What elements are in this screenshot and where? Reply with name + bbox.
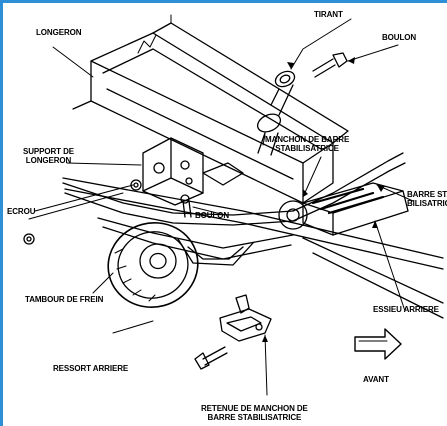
frame-bracket	[142, 137, 244, 206]
retainer-bracket	[194, 294, 272, 370]
label-ressort: RESSORT ARRIERE	[53, 364, 129, 373]
label-manchon-line1: MANCHON DE BARRE	[265, 135, 350, 144]
label-barre-stabilisatrice: BARRE STA- BILISATRICE	[407, 190, 447, 208]
label-avant: AVANT	[363, 375, 389, 384]
brake-drum	[107, 221, 199, 309]
side-rail	[62, 177, 444, 319]
top-bolt	[312, 52, 348, 78]
label-support-longeron: SUPPORT DE LONGERON	[23, 147, 74, 165]
leader-arrowheads	[262, 57, 385, 342]
label-barre-line2: BILISATRICE	[407, 199, 447, 208]
label-retenue: RETENUE DE MANCHON DE BARRE STABILISATRI…	[201, 404, 308, 422]
label-ecrou: ECROU	[7, 207, 36, 216]
leaf-spring	[97, 217, 294, 266]
label-manchon-line2: STABILISATRICE	[275, 144, 339, 153]
leader-lines	[28, 18, 414, 396]
label-retenue-line1: RETENUE DE MANCHON DE	[201, 404, 308, 413]
label-support-line2: LONGERON	[25, 156, 72, 165]
tirant-link	[256, 70, 296, 156]
forward-arrow-icon	[354, 328, 402, 360]
label-boulon-mid: BOULON	[195, 211, 230, 220]
label-essieu: ESSIEU ARRIERE	[373, 305, 439, 314]
label-tambour: TAMBOUR DE FREIN	[25, 295, 104, 304]
frame-rail	[72, 14, 349, 204]
label-longeron: LONGERON	[36, 28, 82, 37]
label-manchon: MANCHON DE BARRE STABILISATRICE	[265, 135, 349, 153]
label-retenue-line2: BARRE STABILISATRICE	[207, 413, 302, 422]
label-boulon-top: BOULON	[382, 33, 417, 42]
label-barre-line1: BARRE STA-	[407, 190, 447, 199]
label-support-line1: SUPPORT DE	[23, 147, 75, 156]
small-hardware	[23, 179, 192, 245]
rear-axle	[278, 182, 409, 236]
label-tirant: TIRANT	[314, 10, 343, 19]
suspension-drawing	[23, 14, 444, 396]
